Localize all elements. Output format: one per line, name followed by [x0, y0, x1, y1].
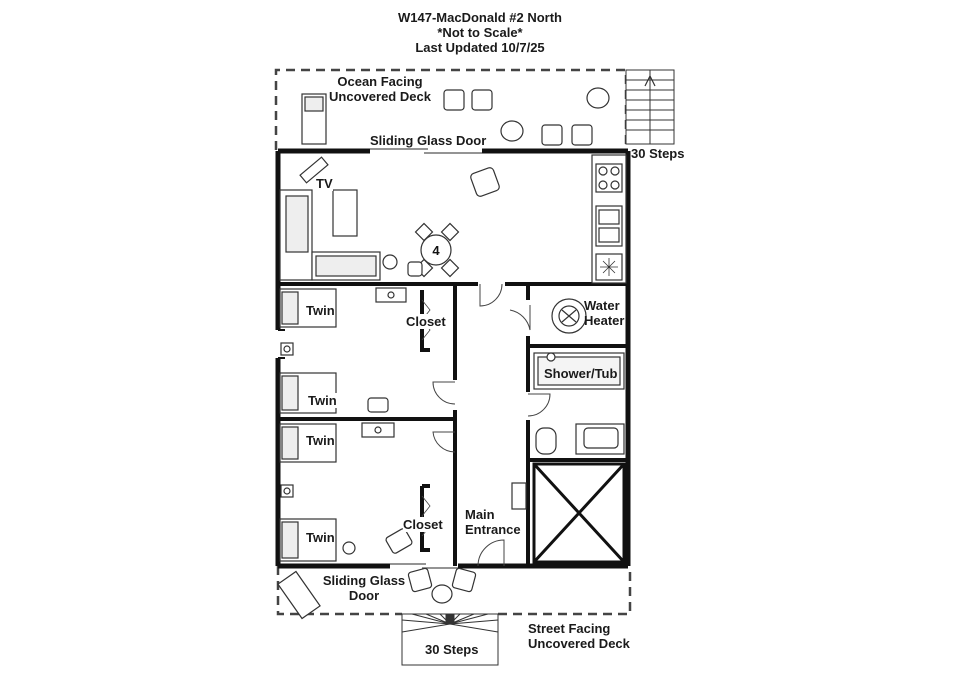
coffee-table — [332, 189, 358, 237]
deck-table-1 — [586, 87, 610, 109]
stairs-top — [625, 69, 675, 145]
chair-1 — [367, 397, 389, 413]
living-furniture — [279, 156, 500, 281]
ocean-deck-label-line1: Ocean Facing — [337, 74, 423, 89]
exterior-walls — [275, 148, 631, 569]
water-heater-line1: Water — [584, 298, 620, 313]
interior-walls — [278, 282, 628, 566]
updated-date: Last Updated 10/7/25 — [415, 40, 545, 55]
scale-note: *Not to Scale* — [437, 25, 523, 40]
shower-tub-label: Shower/Tub — [542, 366, 620, 381]
chair-2 — [385, 528, 413, 554]
water-heater-line2: Heater — [584, 313, 625, 328]
bedroom-2-furniture — [279, 422, 413, 562]
toilet — [535, 427, 557, 455]
sliding-door-bottom-line2: Door — [348, 588, 380, 603]
street-deck-label: Street Facing Uncovered Deck — [528, 621, 630, 651]
sliding-door-top-label: Sliding Glass Door — [368, 133, 489, 148]
ocean-deck-label: Ocean Facing Uncovered Deck — [325, 74, 435, 104]
twin-label-4: Twin — [306, 530, 335, 545]
steps-top-label: 30 Steps — [631, 146, 685, 161]
side-table-2 — [342, 541, 356, 555]
main-entrance-line1: Main — [465, 507, 495, 522]
sliding-door-top — [370, 148, 482, 154]
sliding-door-bottom-label: Sliding Glass Door — [316, 573, 412, 603]
dining-table — [420, 234, 452, 266]
plan-title: W147-MacDonald #2 North — [398, 10, 562, 25]
main-entrance-label: Main Entrance — [465, 507, 521, 537]
street-deck — [276, 566, 632, 616]
street-deck-line1: Street Facing — [528, 621, 611, 636]
lounge-chair-bottom — [277, 570, 321, 620]
water-heater-label: Water Heater — [584, 298, 624, 328]
closet-label-1: Closet — [406, 314, 446, 329]
sliding-door-bottom — [390, 563, 458, 569]
armchair — [470, 167, 500, 197]
twin-label-1: Twin — [306, 303, 335, 318]
sliding-door-bottom-line1: Sliding Glass — [322, 573, 406, 588]
bedroom-1-furniture — [279, 287, 407, 414]
deck-table-2 — [500, 120, 524, 142]
entry-bench — [511, 482, 527, 510]
dining-seats-label: 4 — [432, 243, 440, 258]
steps-bottom-label: 30 Steps — [423, 642, 481, 657]
tv — [299, 156, 329, 184]
twin-label-2: Twin — [308, 393, 337, 408]
deck-table-3 — [431, 584, 453, 604]
main-entrance-line2: Entrance — [465, 522, 521, 537]
storage-area — [532, 462, 626, 564]
tv-label: TV — [316, 176, 333, 191]
street-deck-line2: Uncovered Deck — [528, 636, 630, 651]
twin-label-3: Twin — [306, 433, 335, 448]
street-deck-furniture — [277, 567, 477, 620]
closet-label-2: Closet — [403, 517, 443, 532]
kitchen — [591, 154, 627, 284]
side-table — [382, 254, 398, 270]
ocean-deck-furniture — [301, 87, 610, 146]
ocean-deck-label-line2: Uncovered Deck — [329, 89, 431, 104]
stairs-bottom — [401, 613, 499, 666]
